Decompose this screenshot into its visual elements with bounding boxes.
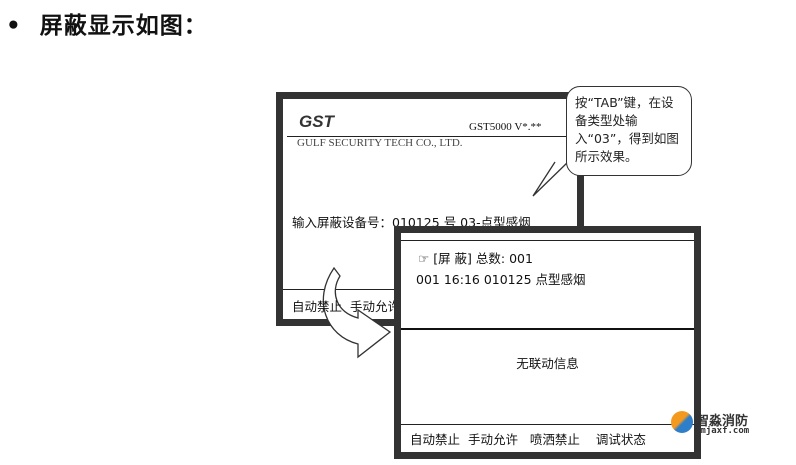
- divider: [287, 136, 577, 137]
- model-version: GST5000 V*.**: [469, 121, 542, 133]
- watermark-url: zmjaxf.com: [695, 426, 750, 436]
- front-screen: ☞ [屏 蔽] 总数: 001 001 16:16 010125 点型感烟 无联…: [394, 226, 701, 459]
- footer-manual-allow: 手动允许: [349, 299, 400, 314]
- footer-debug-status: 调试状态: [595, 432, 646, 447]
- divider: [401, 424, 694, 425]
- page-heading: • 屏蔽显示如图：: [6, 6, 208, 40]
- footer-auto-disable: 自动禁止: [292, 299, 343, 314]
- back-footer: 自动禁止 手动允许: [292, 296, 400, 315]
- shield-record: 001 16:16 010125 点型感烟: [416, 272, 586, 287]
- bullet: •: [6, 13, 22, 39]
- footer-sprinkler-disable: 喷洒禁止: [529, 432, 580, 447]
- footer-auto-disable: 自动禁止: [410, 432, 461, 447]
- linkage-info: 无联动信息: [516, 356, 579, 371]
- divider: [401, 328, 694, 330]
- callout-bubble: 按“TAB”键，在设备类型处输入“03”，得到如图所示效果。: [566, 86, 692, 176]
- shield-header: ☞ [屏 蔽] 总数: 001: [418, 248, 533, 267]
- company-name: GULF SECURITY TECH CO., LTD.: [297, 137, 463, 149]
- gst-logo: GST: [299, 112, 334, 131]
- callout-pointer: [532, 160, 571, 197]
- divider: [401, 240, 694, 241]
- watermark-name: 智淼消防: [696, 414, 749, 429]
- shield-count: [屏 蔽] 总数: 001: [433, 251, 533, 266]
- curved-arrow-icon: [322, 266, 392, 359]
- front-footer: 自动禁止 手动允许 喷洒禁止 调试状态: [410, 429, 646, 448]
- watermark-logo-icon: [671, 411, 693, 433]
- heading-text: 屏蔽显示如图：: [39, 13, 208, 39]
- hand-pointer-icon: ☞: [418, 251, 430, 266]
- footer-manual-allow: 手动允许: [467, 432, 518, 447]
